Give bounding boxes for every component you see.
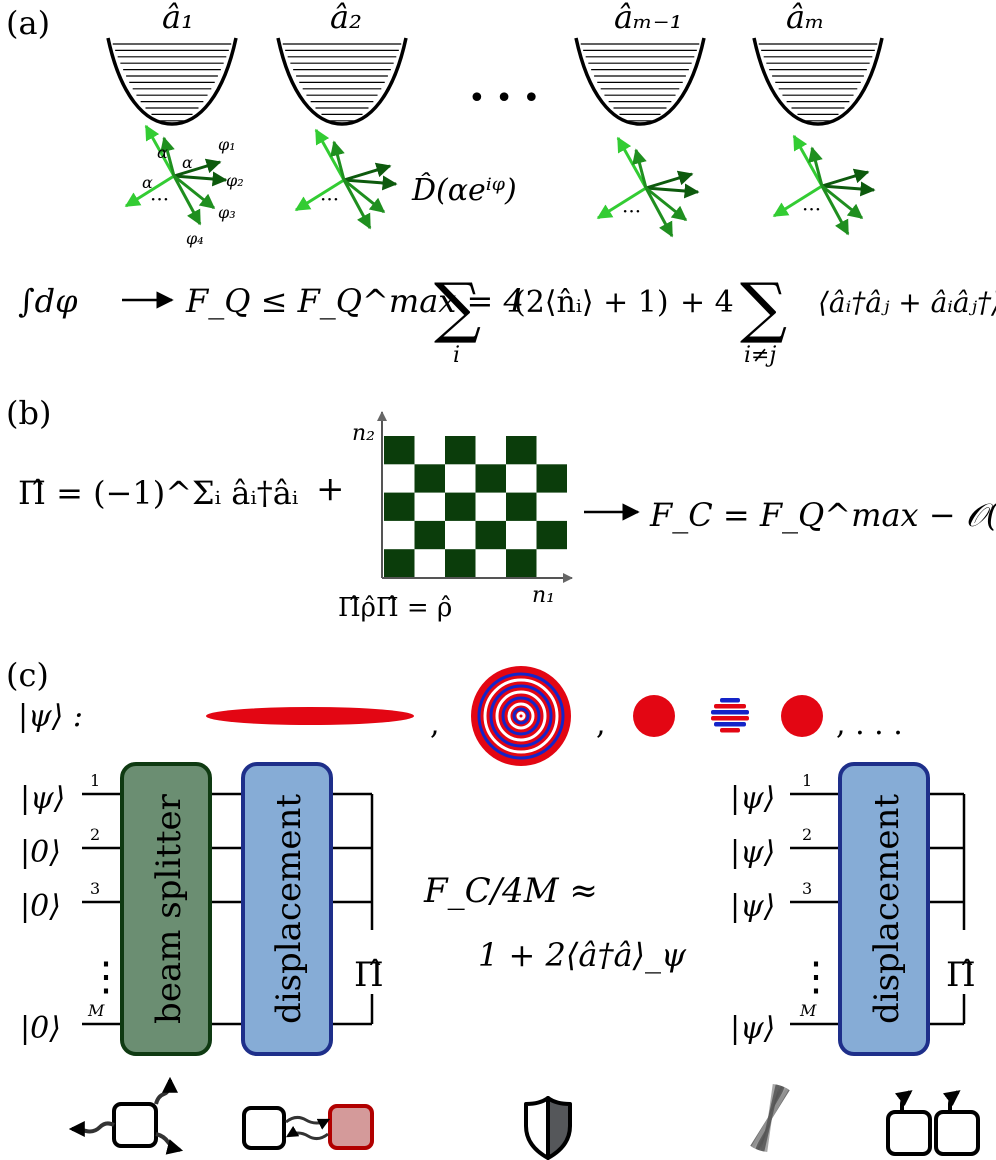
- panel-c-label: (c): [6, 656, 49, 694]
- right-index-m: M: [799, 1001, 817, 1020]
- symmetry-condition: Π̂ρ̂Π̂ = ρ̂: [338, 593, 452, 623]
- arrow-fan-4: [772, 134, 876, 236]
- alpha-label-1: α: [157, 143, 168, 162]
- left-index-1: 1: [90, 771, 100, 790]
- phi-label-3: φ₃: [218, 203, 236, 222]
- phi-label-4: φ₄: [186, 229, 204, 248]
- cat-state-icon: [711, 698, 749, 733]
- classical-fisher-result: F_C = F_Q^max − 𝒪(α²): [649, 496, 996, 534]
- separator-2: ,: [596, 707, 606, 742]
- left-input-2: |0⟩: [20, 835, 61, 870]
- right-index-3: 3: [802, 879, 812, 898]
- integral-dphi: ∫dφ: [18, 282, 78, 320]
- potential-well-3: [574, 37, 706, 126]
- potential-wells: [106, 37, 884, 126]
- parity-operator: Π̂ = (−1)^Σᵢ âᵢ†âᵢ: [18, 474, 298, 512]
- right-input-m: |ψ⟩: [730, 1011, 775, 1046]
- n2-label: n₂: [352, 421, 375, 446]
- displacement-fans: [124, 124, 876, 238]
- fisher-approx-line1: F_C/4M ≈: [423, 871, 598, 911]
- panel-a-label: (a): [6, 4, 50, 42]
- displacement-label-right: displacement: [867, 794, 907, 1024]
- fan-dots-4: ···: [802, 197, 821, 221]
- arrow-fan-2: [294, 128, 398, 230]
- trailing-ellipsis: , . . .: [836, 707, 903, 742]
- beam-splitter-box: [120, 762, 212, 1056]
- plus-four: + 4: [680, 285, 734, 320]
- psi-prefix: |ψ⟩ :: [18, 699, 83, 734]
- fock-state-icon: [471, 666, 571, 766]
- coherent-state-left-icon: [633, 695, 675, 737]
- checkerboard-parity: [384, 436, 567, 578]
- left-vdots: ⋮: [86, 954, 126, 1000]
- displacement-label-left: displacement: [269, 794, 309, 1024]
- fan-dots-3: ···: [622, 199, 641, 223]
- mode-label-1: â₁: [162, 0, 194, 36]
- sum-index-1: i: [453, 343, 460, 368]
- arrow-fan-3: [596, 136, 700, 238]
- parallel-boxes-icon: [886, 1090, 980, 1156]
- left-input-1: |ψ⟩: [20, 781, 65, 816]
- panel-b-label: (b): [6, 394, 51, 432]
- sum2-term: ⟨âᵢ†âⱼ + âᵢâⱼ†⟩: [818, 286, 996, 319]
- beam-splitter-label: beam splitter: [149, 793, 189, 1024]
- mode-label-2: â₂: [330, 0, 362, 36]
- displacement-box-left: [241, 762, 333, 1056]
- fan-dots-2: ···: [320, 187, 339, 211]
- sum-symbol-2: ∑: [740, 269, 787, 346]
- left-index-2: 2: [90, 825, 100, 844]
- parity-label-left: Π̂: [354, 955, 384, 995]
- left-index-3: 3: [90, 879, 100, 898]
- alpha-label-3: α: [142, 173, 153, 192]
- right-input-2: |ψ⟩: [730, 835, 775, 870]
- coherent-state-right-icon: [781, 695, 823, 737]
- sum-symbol-1: ∑: [434, 269, 481, 346]
- displacement-box-right: [838, 762, 930, 1056]
- left-input-3: |0⟩: [20, 889, 61, 924]
- potential-well-2: [276, 37, 408, 126]
- noise-rays-icon: [750, 1084, 790, 1152]
- potential-well-1: [106, 37, 238, 126]
- right-input-1: |ψ⟩: [730, 781, 775, 816]
- right-index-1: 1: [802, 771, 812, 790]
- alpha-label-2: α: [182, 153, 193, 172]
- fisher-approx-line2: 1 + 2⟨â†â⟩_ψ: [478, 936, 687, 974]
- arrow-fan-1: [124, 124, 228, 226]
- left-input-m: |0⟩: [20, 1011, 61, 1046]
- squeezed-state-icon: [206, 707, 414, 725]
- sum-index-2: i≠j: [744, 343, 776, 368]
- parity-label-right: Π̂: [946, 955, 976, 995]
- left-index-m: M: [87, 1001, 105, 1020]
- mode-label-4: âₘ: [786, 0, 825, 36]
- network-scatter-icon: [68, 1076, 184, 1155]
- separator-1: ,: [430, 707, 440, 742]
- phi-label-2: φ₂: [226, 171, 244, 190]
- right-circuit: displacement Π̂: [790, 762, 984, 1056]
- n1-label: n₁: [532, 583, 555, 608]
- entangled-pair-icon: [242, 1104, 374, 1150]
- shield-icon: [524, 1096, 572, 1160]
- fan-dots-1: ···: [150, 187, 169, 211]
- mode-label-3: âₘ₋₁: [614, 0, 682, 36]
- right-input-3: |ψ⟩: [730, 889, 775, 924]
- displacement-operator: D̂(αeⁱᵠ): [411, 173, 517, 208]
- mode-ellipsis: • • •: [468, 81, 540, 116]
- fisher-bound: F_Q ≤ F_Q^max = 4: [185, 282, 524, 320]
- potential-well-4: [752, 37, 884, 126]
- sum1-term: (2⟨n̂ᵢ⟩ + 1): [514, 285, 669, 320]
- left-circuit: beam splitter displacement Π̂: [82, 762, 392, 1056]
- phi-label-1: φ₁: [218, 135, 236, 154]
- right-index-2: 2: [802, 825, 812, 844]
- plus-sign: +: [316, 469, 345, 509]
- right-vdots: ⋮: [796, 954, 836, 1000]
